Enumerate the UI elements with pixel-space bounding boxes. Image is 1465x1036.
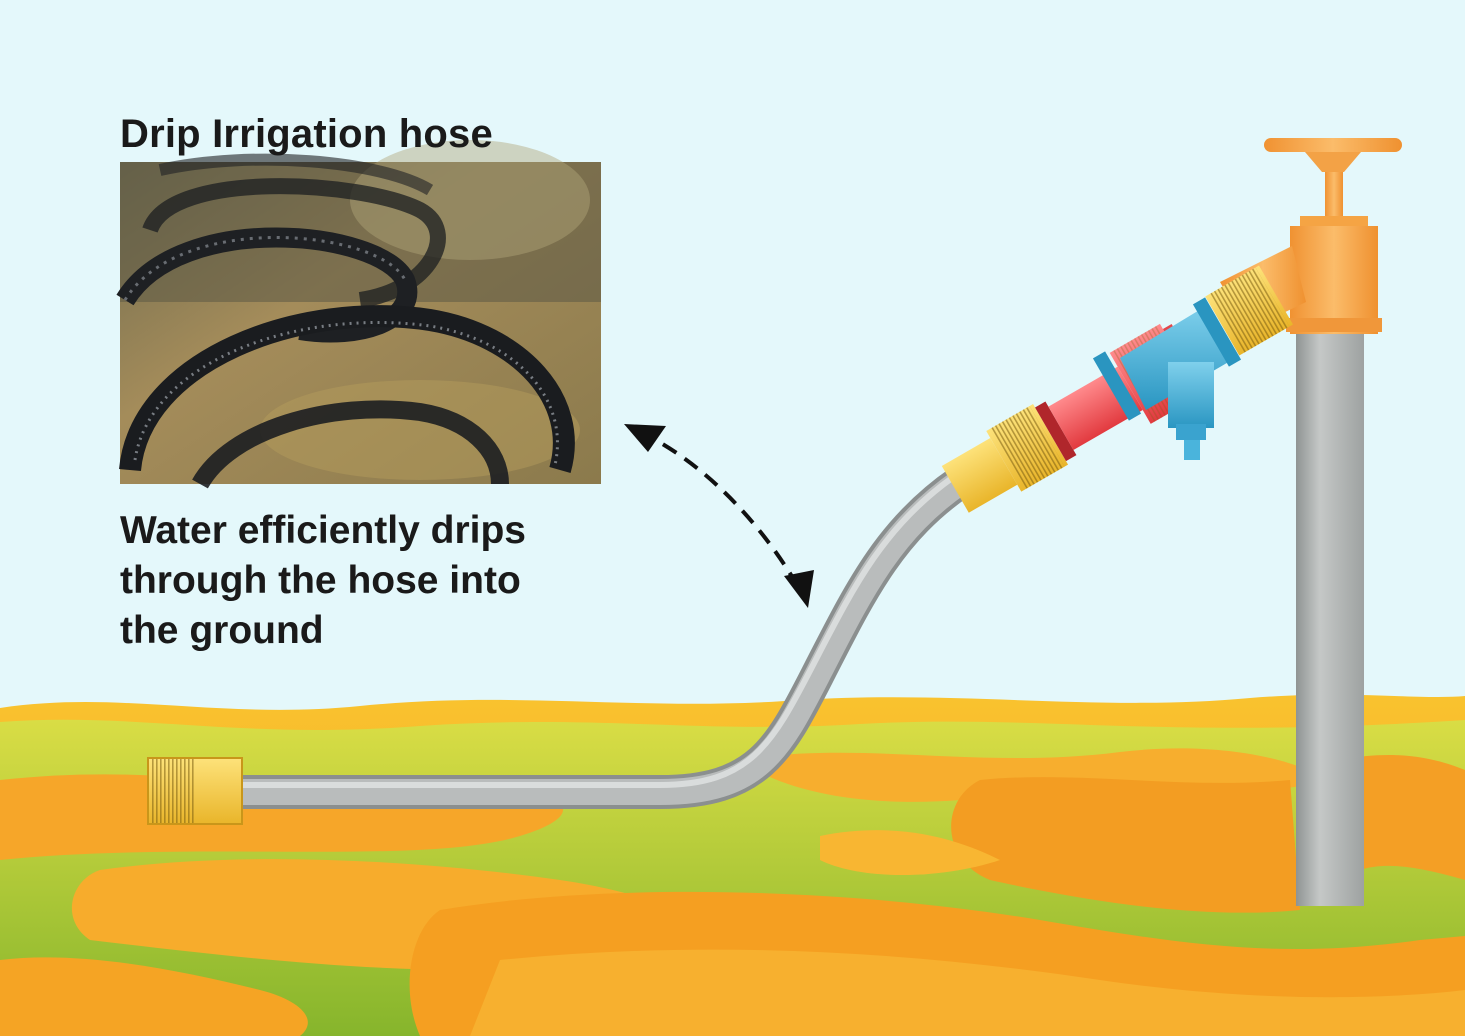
photo-title: Drip Irrigation hose <box>120 112 493 156</box>
drip-hose-photo <box>116 140 601 489</box>
double-arrow-icon <box>624 424 814 608</box>
hose <box>240 467 970 809</box>
hose-end-cap-icon <box>147 757 243 825</box>
caption-text: Water efficiently drips through the hose… <box>120 509 526 652</box>
supply-pipe <box>1296 332 1364 906</box>
field <box>0 694 1465 1036</box>
filter-icon <box>1092 265 1293 460</box>
